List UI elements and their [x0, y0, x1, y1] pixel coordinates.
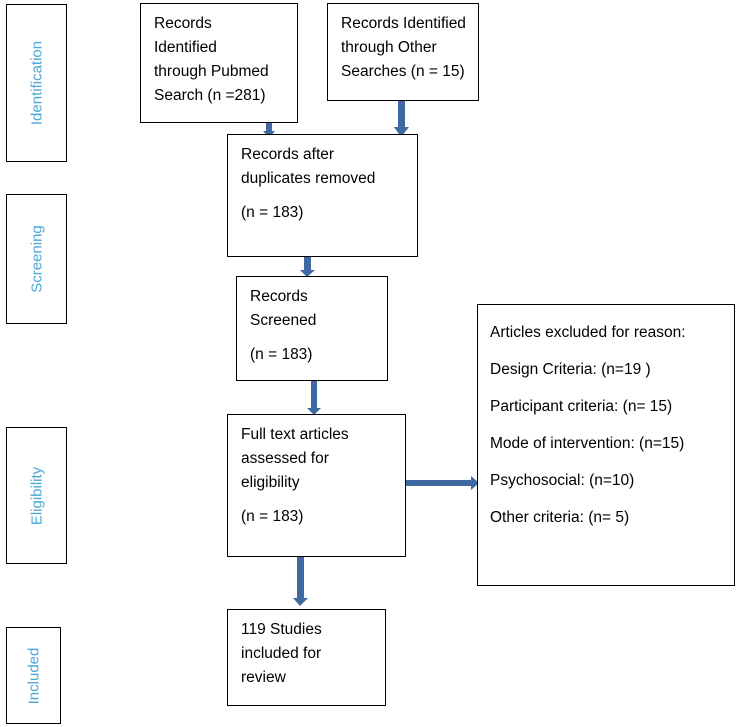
stage-identification: Identification [6, 4, 67, 162]
screened-count: (n = 183) [250, 346, 313, 363]
other-line-1: Records Identified [341, 15, 466, 32]
box-records-screened: Records Screened (n = 183) [236, 276, 388, 381]
excluded-reason-design: Design Criteria: (n=19 ) [490, 361, 651, 378]
arrow-other-to-duplicates [394, 100, 409, 137]
excluded-reason-other: Other criteria: (n= 5) [490, 509, 630, 526]
included-line-3: review [241, 669, 286, 686]
duplicates-line-2: duplicates removed [241, 170, 376, 187]
arrow-fulltext-to-excluded [404, 476, 479, 490]
box-duplicates-removed: Records after duplicates removed (n = 18… [227, 134, 418, 257]
box-other-records: Records Identified through Other Searche… [327, 3, 479, 101]
arrow-duplicates-to-screened [300, 256, 315, 277]
fulltext-count: (n = 183) [241, 508, 304, 525]
other-line-3: Searches (n = 15) [341, 63, 465, 80]
duplicates-line-1: Records after [241, 146, 335, 163]
stage-screening: Screening [6, 194, 67, 324]
fulltext-line-3: eligibility [241, 474, 300, 491]
excluded-title: Articles excluded for reason: [490, 324, 686, 341]
included-line-2: included for [241, 645, 322, 662]
pubmed-line-3: through Pubmed [154, 63, 269, 80]
stage-included: Included [6, 627, 61, 724]
excluded-reason-participant: Participant criteria: (n= 15) [490, 398, 673, 415]
screened-line-1: Records [250, 288, 308, 305]
duplicates-count: (n = 183) [241, 204, 304, 221]
arrow-screened-to-fulltext [307, 380, 321, 415]
other-line-2: through Other [341, 39, 437, 56]
box-pubmed-records: Records Identified through Pubmed Search… [140, 3, 298, 123]
arrow-fulltext-to-included [293, 556, 308, 606]
fulltext-line-2: assessed for [241, 450, 329, 467]
included-line-1: 119 Studies [241, 621, 322, 638]
excluded-reason-mode: Mode of intervention: (n=15) [490, 435, 685, 452]
box-articles-excluded: Articles excluded for reason: Design Cri… [477, 304, 735, 586]
box-studies-included: 119 Studies included for review [227, 609, 386, 706]
excluded-reason-psychosocial: Psychosocial: (n=10) [490, 472, 635, 489]
pubmed-line-2: Identified [154, 39, 217, 56]
box-fulltext-assessed: Full text articles assessed for eligibil… [227, 414, 406, 557]
pubmed-line-4: Search (n =281) [154, 87, 266, 104]
stage-eligibility: Eligibility [6, 427, 67, 564]
pubmed-line-1: Records [154, 15, 212, 32]
fulltext-line-1: Full text articles [241, 426, 349, 443]
screened-line-2: Screened [250, 312, 317, 329]
